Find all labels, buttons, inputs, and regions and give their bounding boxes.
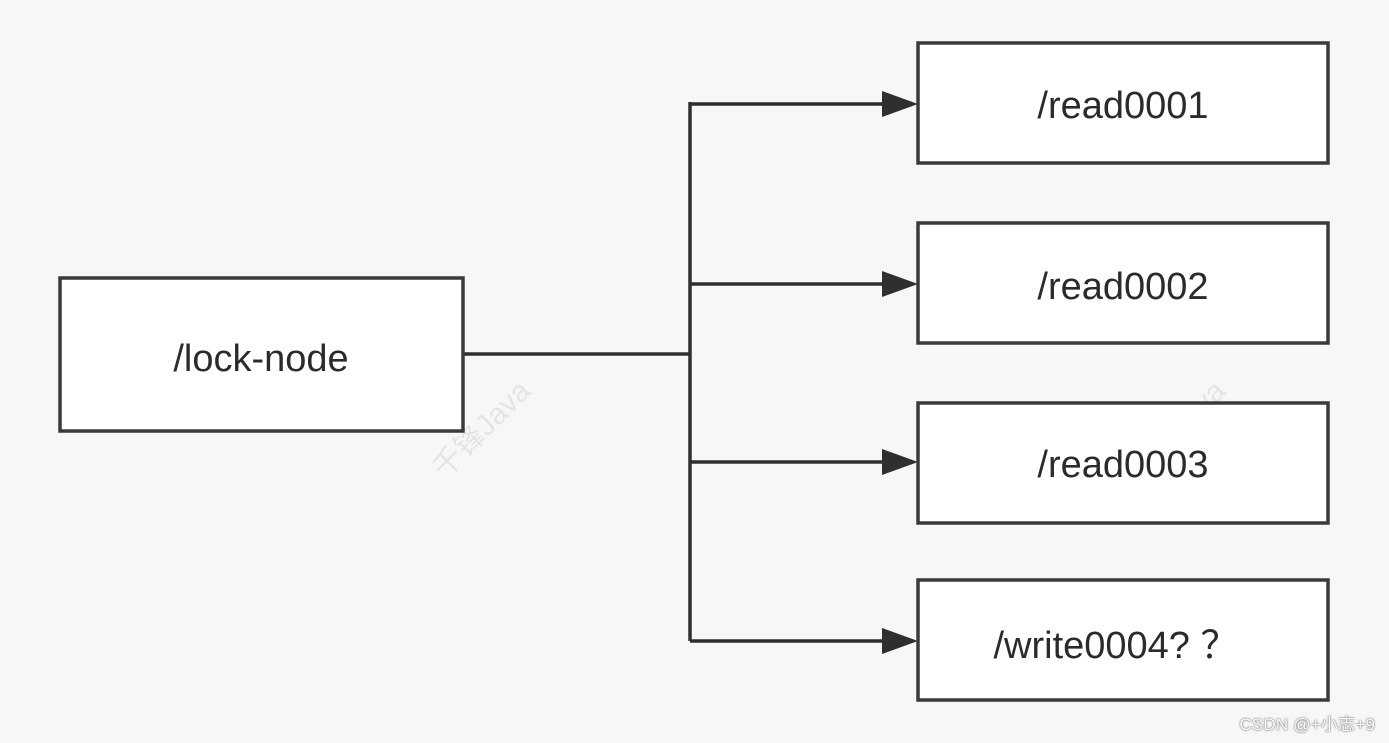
child-node-box: [916, 221, 1330, 345]
child-node-read0002: /read0002: [916, 221, 1330, 345]
csdn-credit: CSDN @+小志+9: [1239, 715, 1375, 734]
root-node-label: /lock-node: [173, 338, 348, 380]
child-node-box: [916, 401, 1330, 525]
child-node-label: /read0001: [1037, 85, 1208, 127]
child-node-label: /read0003: [1037, 444, 1208, 486]
child-node-write0004: /write0004? ？: [916, 578, 1330, 702]
arrow-head-child-3: [882, 449, 918, 475]
arrow-head-child-1: [882, 91, 918, 117]
child-node-label: /read0002: [1037, 266, 1208, 308]
child-node-box: [916, 41, 1330, 165]
child-node-label: /write0004? ？: [993, 625, 1238, 667]
root-node-box: [58, 276, 465, 433]
arrow-head-child-4: [882, 628, 918, 654]
root-node: /lock-node: [58, 276, 465, 433]
arrow-head-child-2: [882, 271, 918, 297]
child-node-read0003: /read0003: [916, 401, 1330, 525]
child-node-box: [916, 578, 1330, 702]
child-node-read0001: /read0001: [916, 41, 1330, 165]
